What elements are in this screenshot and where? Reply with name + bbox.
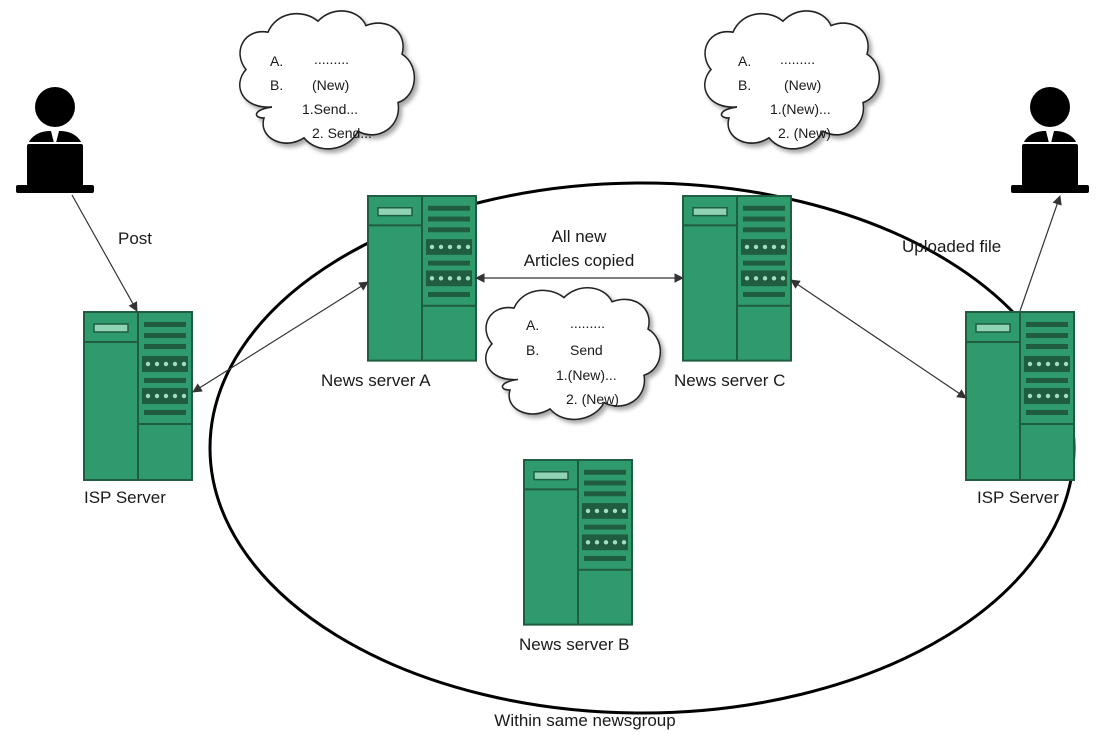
server-icon bbox=[682, 195, 792, 362]
svg-text:1.(New)...: 1.(New)... bbox=[770, 101, 831, 117]
server-icon bbox=[367, 195, 477, 362]
svg-text:1.(New)...: 1.(New)... bbox=[556, 367, 617, 383]
svg-text:B.: B. bbox=[526, 342, 539, 358]
news-server-c-label: News server C bbox=[674, 371, 785, 390]
user-icon bbox=[1010, 86, 1090, 194]
link-isp-left-to-server-a bbox=[192, 281, 369, 393]
cloud-text-server-c: A. ......... B. (New) 1.(New)... 2. (New… bbox=[738, 51, 831, 141]
svg-text:.........: ......... bbox=[570, 315, 605, 331]
svg-text:2. (New): 2. (New) bbox=[778, 125, 831, 141]
cloud-text-server-b: A. ......... B. Send 1.(New)... 2. (New) bbox=[526, 315, 619, 407]
svg-text:.........: ......... bbox=[314, 51, 349, 67]
news-server-a-label: News server A bbox=[321, 371, 431, 390]
cloud-text-server-a: A. ......... B. (New) 1.Send... 2. Send.… bbox=[270, 51, 372, 141]
post-arrow bbox=[71, 194, 138, 312]
isp-server-right-label: ISP Server bbox=[977, 488, 1059, 507]
svg-text:2. (New): 2. (New) bbox=[566, 391, 619, 407]
server-icon bbox=[523, 459, 633, 626]
link-server-c-to-isp-right bbox=[790, 279, 967, 399]
newsgroup-boundary bbox=[208, 181, 1076, 715]
svg-text:1.Send...: 1.Send... bbox=[302, 101, 358, 117]
server-icon bbox=[965, 311, 1075, 481]
svg-text:B.: B. bbox=[738, 77, 751, 93]
server-icon bbox=[83, 311, 193, 481]
news-server-b-label: News server B bbox=[519, 635, 630, 654]
svg-text:B.: B. bbox=[270, 77, 283, 93]
svg-text:.........: ......... bbox=[780, 51, 815, 67]
svg-text:2. Send...: 2. Send... bbox=[312, 125, 372, 141]
post-label: Post bbox=[118, 229, 152, 248]
upload-arrow bbox=[1019, 195, 1062, 312]
group-caption: Within same newsgroup bbox=[494, 711, 675, 730]
isp-server-left-label: ISP Server bbox=[84, 488, 166, 507]
svg-text:Send: Send bbox=[570, 342, 603, 358]
svg-text:(New): (New) bbox=[312, 77, 349, 93]
articles-copied-label: Articles copied bbox=[524, 251, 635, 270]
svg-text:A.: A. bbox=[270, 53, 283, 69]
svg-text:A.: A. bbox=[738, 53, 751, 69]
uploaded-file-label: Uploaded file bbox=[902, 237, 1001, 256]
all-new-label: All new bbox=[552, 227, 608, 246]
svg-text:A.: A. bbox=[526, 317, 539, 333]
svg-text:(New): (New) bbox=[784, 77, 821, 93]
user-icon bbox=[15, 86, 95, 194]
